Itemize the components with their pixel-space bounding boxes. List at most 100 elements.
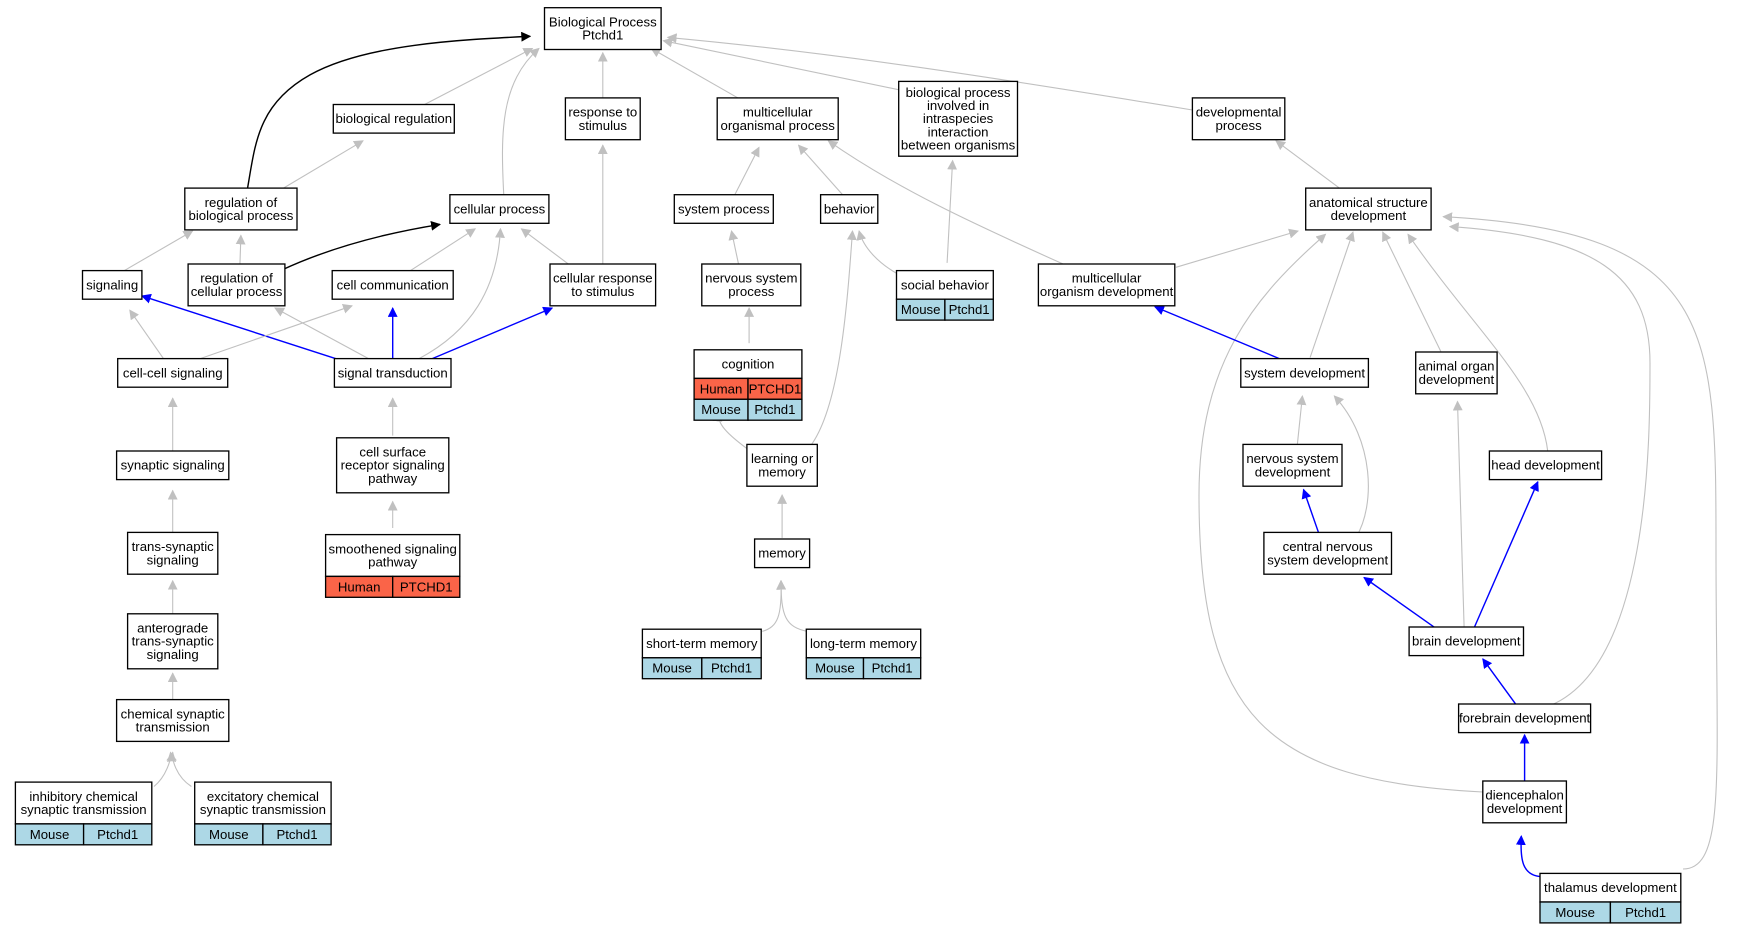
term-box xyxy=(1482,780,1568,824)
term-label-line: synaptic transmission xyxy=(21,802,147,817)
edge-short_term_memory-to-memory xyxy=(762,579,787,632)
edge-regulation_of_cp-to-regulation_of_bp xyxy=(235,234,246,269)
term-label-line: organismal process xyxy=(721,118,836,133)
term-label-line: animal organ xyxy=(1418,359,1494,374)
term-node-signal-transduction[interactable]: signal transduction xyxy=(333,357,452,388)
edge-social_behavior-to-bp_intraspecies xyxy=(946,159,958,263)
species-label: Mouse xyxy=(1555,905,1595,920)
term-node-head-development[interactable]: head development xyxy=(1488,450,1603,481)
edge-learning_or_memory-to-behavior xyxy=(805,230,857,452)
term-node-signaling[interactable]: signaling xyxy=(81,269,143,300)
term-label-line: brain development xyxy=(1412,634,1521,649)
term-node-system-development[interactable]: system development xyxy=(1240,357,1370,388)
edge-social_behavior-to-behavior xyxy=(856,230,898,275)
term-label-line: long-term memory xyxy=(810,636,917,651)
term-label-line: social behavior xyxy=(901,277,990,292)
gene-cell xyxy=(262,823,332,846)
edge-long_term_memory-to-memory xyxy=(776,579,808,632)
term-label-line: signal transduction xyxy=(338,365,448,380)
gene-cell xyxy=(392,575,461,598)
term-node-memory[interactable]: memory xyxy=(753,538,811,569)
edge-cellular_response-to-cellular_process xyxy=(520,228,575,269)
term-node-cellular-process[interactable]: cellular process xyxy=(449,194,550,224)
edge-nervous_system_process-to-system_process xyxy=(728,230,740,268)
term-label-line: nervous system xyxy=(1246,451,1338,466)
species-label: Mouse xyxy=(209,827,249,842)
term-label-line: pathway xyxy=(368,471,418,486)
term-box xyxy=(641,628,762,659)
term-box xyxy=(549,263,657,307)
term-node-biological-regulation[interactable]: biological regulation xyxy=(332,103,455,134)
term-label-line: multicellular xyxy=(1072,271,1142,286)
edge-layer xyxy=(124,31,1718,878)
edge-cellular_process-to-root xyxy=(501,47,540,196)
species-label: Mouse xyxy=(901,302,941,317)
term-label-line: diencephalon xyxy=(1485,788,1563,803)
term-label-line: head development xyxy=(1491,458,1600,473)
edge-head_development-to-anatomical_structure_development xyxy=(1407,233,1549,452)
term-box xyxy=(194,781,332,825)
term-node-behavior[interactable]: behavior xyxy=(819,194,879,224)
term-label-line: biological process xyxy=(188,208,293,223)
term-label-line: stimulus xyxy=(579,118,628,133)
term-box xyxy=(331,269,454,300)
edge-forebrain_development-to-brain_development xyxy=(1482,658,1519,708)
term-node-synaptic-signaling[interactable]: synaptic signaling xyxy=(115,450,230,481)
term-node-system-process[interactable]: system process xyxy=(673,194,774,224)
gene-cell xyxy=(701,657,762,680)
edge-multicellular_organism_development-to-multicellular_organismal_process xyxy=(827,140,1071,268)
term-label-line: memory xyxy=(758,546,806,561)
edge-signal_transduction-to-cellular_process xyxy=(418,227,505,360)
term-box xyxy=(184,187,298,231)
edge-cell_cell_signaling-to-cell_communication xyxy=(200,304,353,360)
term-node-brain-development[interactable]: brain development xyxy=(1408,626,1525,657)
edge-cns_development-to-system_development xyxy=(1333,395,1369,538)
term-label-line: memory xyxy=(758,464,806,479)
term-label-line: cognition xyxy=(722,357,775,372)
term-box xyxy=(335,437,450,494)
term-node-cell-cell-signaling[interactable]: cell-cell signaling xyxy=(117,357,229,388)
term-box xyxy=(564,97,641,141)
term-box xyxy=(126,531,219,575)
term-node-cell-communication[interactable]: cell communication xyxy=(331,269,454,300)
term-label-line: regulation of xyxy=(200,271,273,286)
edge-regulation_of_bp-to-biological_regulation xyxy=(275,140,364,193)
gene-label: Ptchd1 xyxy=(872,661,913,676)
term-label-line: to stimulus xyxy=(571,284,634,299)
term-label-line: cell surface xyxy=(359,444,426,459)
term-box xyxy=(333,357,452,388)
term-label-line: behavior xyxy=(824,201,875,216)
term-label-line: biological regulation xyxy=(336,111,453,126)
term-node-forebrain-development[interactable]: forebrain development xyxy=(1457,703,1592,734)
term-label-line: trans-synaptic xyxy=(132,539,214,554)
term-label-line: involved in xyxy=(927,98,989,113)
